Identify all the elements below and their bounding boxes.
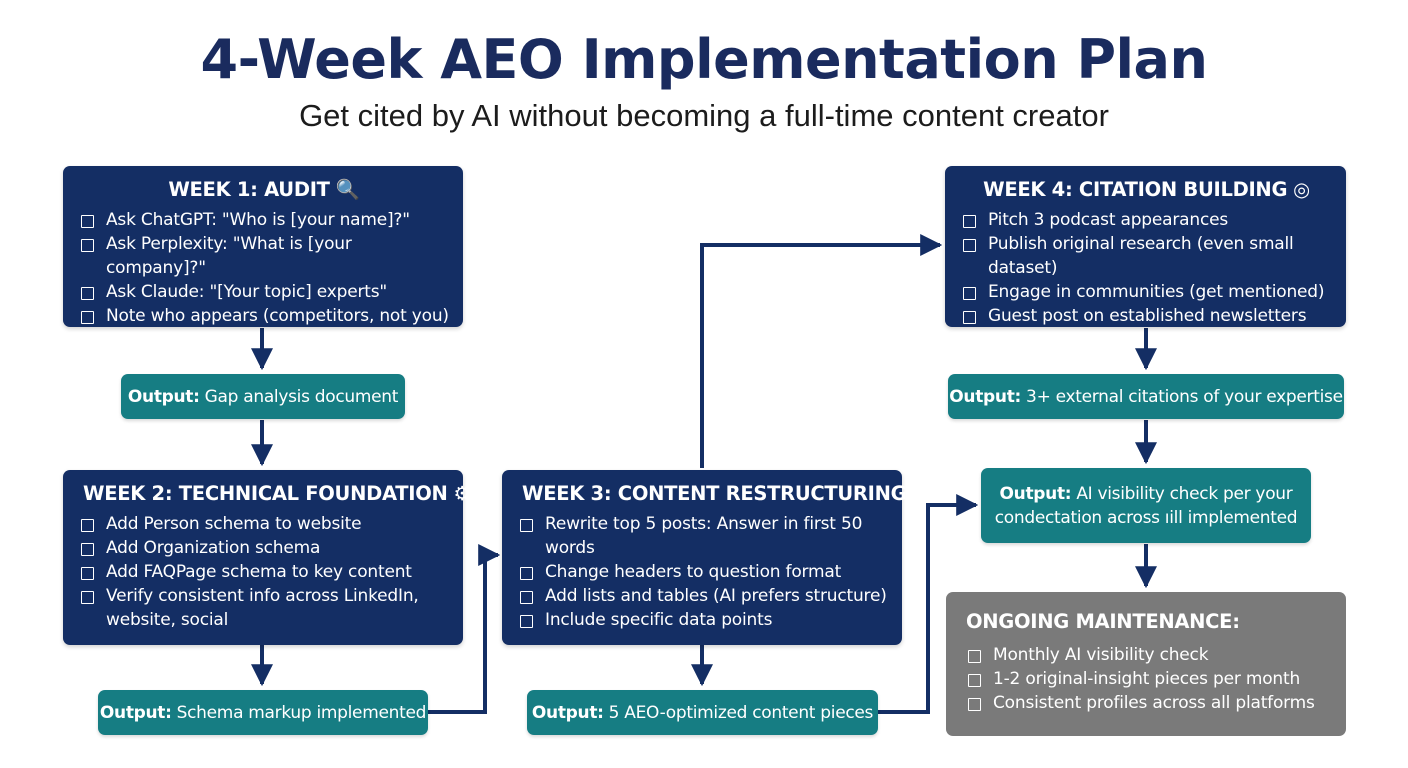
week4-output: Output:3+ external citations of your exp… — [948, 374, 1344, 419]
checklist-item: Consistent profiles across all platforms — [966, 691, 1330, 715]
checklist-item: 1-2 original-insight pieces per month — [966, 667, 1330, 691]
week2-checklist: Add Person schema to website Add Organiz… — [79, 512, 449, 632]
week1-title: WEEK 1: AUDIT🔍 — [168, 178, 360, 201]
checklist-item: Ask ChatGPT: "Who is [your name]?" — [79, 208, 449, 232]
visibility-output: Output:AI visibility check per your cond… — [981, 468, 1311, 543]
gear-icon: ⚙ — [453, 482, 471, 505]
checklist-item: Add Person schema to website — [79, 512, 449, 536]
checklist-item: Pitch 3 podcast appearances — [961, 208, 1332, 232]
week2-output: Output:Schema markup implemented — [98, 690, 428, 735]
checklist-item: Note who appears (competitors, not you) — [79, 304, 449, 328]
checklist-item: Monthly AI visibility check — [966, 643, 1330, 667]
checklist-item: Add Organization schema — [79, 536, 449, 560]
checklist-item: Include specific data points — [518, 608, 888, 632]
week3-box: WEEK 3: CONTENT RESTRUCTURING✍ Rewrite t… — [502, 470, 929, 645]
checklist-item: Ask Claude: "[Your topic] experts" — [79, 280, 449, 304]
magnifier-icon: 🔍 — [335, 178, 360, 201]
checklist-item: Ask Perplexity: "What is [your company]?… — [79, 232, 449, 280]
page-subtitle: Get cited by AI without becoming a full-… — [299, 98, 1109, 133]
week4-checklist: Pitch 3 podcast appearances Publish orig… — [961, 208, 1332, 328]
week4-title: WEEK 4: CITATION BUILDING◎ — [983, 178, 1310, 201]
writing-hand-icon: ✍ — [912, 482, 929, 505]
checklist-item: Change headers to question format — [518, 560, 888, 584]
maintenance-title: ONGOING MAINTENANCE: — [966, 610, 1240, 633]
week3-output: Output:5 AEO-optimized content pieces — [527, 690, 878, 735]
checklist-item: Add FAQPage schema to key content — [79, 560, 449, 584]
arrow-week3-to-week4 — [700, 234, 943, 468]
week2-box: WEEK 2: TECHNICAL FOUNDATION⚙ Add Person… — [63, 470, 471, 645]
checklist-item: Publish original research (even small da… — [961, 232, 1332, 280]
week3-checklist: Rewrite top 5 posts: Answer in first 50 … — [518, 512, 888, 632]
checklist-item: Add lists and tables (AI prefers structu… — [518, 584, 888, 608]
week2-title: WEEK 2: TECHNICAL FOUNDATION⚙ — [83, 482, 471, 505]
maintenance-box: ONGOING MAINTENANCE: Monthly AI visibili… — [946, 592, 1346, 736]
week1-box: WEEK 1: AUDIT🔍 Ask ChatGPT: "Who is [you… — [63, 166, 463, 327]
week1-checklist: Ask ChatGPT: "Who is [your name]?" Ask P… — [79, 208, 449, 328]
week4-box: WEEK 4: CITATION BUILDING◎ Pitch 3 podca… — [945, 166, 1346, 327]
checklist-item: Rewrite top 5 posts: Answer in first 50 … — [518, 512, 888, 560]
week1-output: Output:Gap analysis document — [121, 374, 405, 419]
target-icon: ◎ — [1293, 178, 1310, 201]
week3-title: WEEK 3: CONTENT RESTRUCTURING✍ — [522, 482, 929, 505]
maintenance-checklist: Monthly AI visibility check 1-2 original… — [966, 643, 1330, 715]
checklist-item: Engage in communities (get mentioned) — [961, 280, 1332, 304]
checklist-item: Verify consistent info across LinkedIn, … — [79, 584, 449, 632]
checklist-item: Guest post on established newsletters — [961, 304, 1332, 328]
page-title: 4-Week AEO Implementation Plan — [200, 28, 1208, 91]
